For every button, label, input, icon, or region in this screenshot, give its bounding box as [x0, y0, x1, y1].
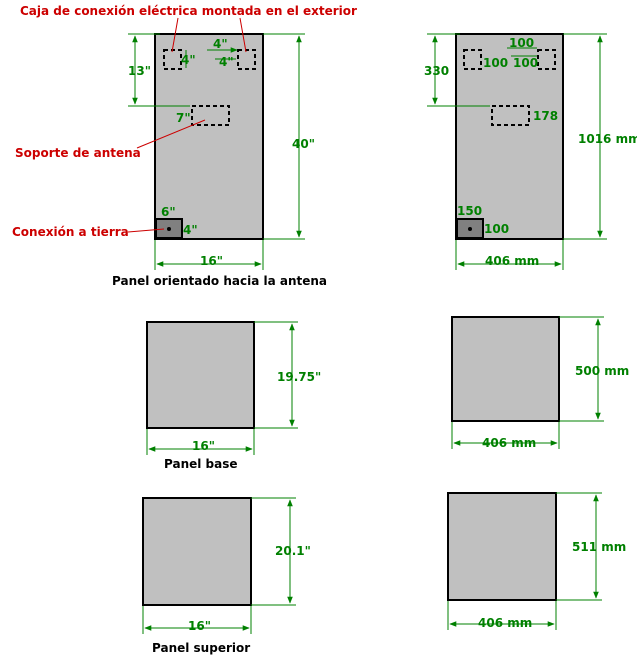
electrical-box-left-metric	[463, 49, 482, 70]
electrical-box-leader-right	[239, 17, 247, 53]
height-201-label: 20.1"	[275, 544, 311, 558]
ground-point	[167, 227, 171, 231]
mount-offset-label-metric: 178	[533, 109, 558, 123]
height-13-label: 13"	[128, 64, 151, 78]
ground-width-label: 6"	[161, 205, 176, 219]
height-500-label: 500 mm	[575, 364, 629, 378]
ground-width-label-metric: 150	[457, 204, 482, 218]
top-panel-imperial: 20.1" 16" Panel superior	[142, 497, 311, 655]
base-panel-caption: Panel base	[164, 457, 238, 471]
box-offset-label-metric: 100	[483, 56, 508, 70]
antenna-panel-imperial: Caja de conexión eléctrica montada en el…	[12, 4, 357, 288]
ground-height-label: 4"	[183, 223, 198, 237]
antenna-mount-callout: Soporte de antena	[15, 146, 141, 160]
antenna-panel-metric: 100 100 100 330 178 1016 mm 150 100 406 …	[424, 33, 637, 270]
base-panel-metric: 500 mm 406 mm	[451, 316, 629, 450]
ground-height-label-metric: 100	[484, 222, 509, 236]
electrical-box-right	[237, 49, 256, 70]
ground-point-metric	[468, 227, 472, 231]
width-top16-label: 16"	[188, 619, 211, 633]
box-offset-label: 4"	[181, 53, 196, 67]
width-16-label: 16"	[200, 254, 223, 268]
box-spacing-top-label: 4"	[213, 37, 228, 51]
box-spacing-right-label: 4"	[219, 55, 234, 69]
top-panel-metric-rect	[447, 492, 557, 601]
width-top406-label: 406 mm	[478, 616, 532, 630]
width-base16-label: 16"	[192, 439, 215, 453]
ground-leader	[127, 228, 165, 233]
width-406-label: 406 mm	[485, 254, 539, 268]
top-panel-rect	[142, 497, 252, 606]
electrical-box-leader-left	[171, 17, 179, 53]
electrical-box-right-metric	[537, 49, 556, 70]
height-511-label: 511 mm	[572, 540, 626, 554]
box-spacing-right-label-metric: 100	[513, 56, 538, 70]
height-1975-label: 19.75"	[277, 370, 321, 384]
top-panel-caption: Panel superior	[152, 641, 250, 655]
height-40-label: 40"	[292, 137, 315, 151]
antenna-mount-leader	[136, 119, 206, 149]
height-330-label: 330	[424, 64, 449, 78]
box-spacing-top-label-metric: 100	[509, 36, 534, 50]
base-panel-imperial: 19.75" 16" Panel base	[146, 321, 321, 471]
electrical-box-callout: Caja de conexión eléctrica montada en el…	[20, 4, 357, 18]
top-panel-metric: 511 mm 406 mm	[447, 492, 626, 630]
mount-offset-label: 7"	[176, 111, 191, 125]
width-base406-label: 406 mm	[482, 436, 536, 450]
base-panel-rect	[146, 321, 255, 429]
base-panel-metric-rect	[451, 316, 560, 422]
antenna-panel-caption: Panel orientado hacia la antena	[112, 274, 327, 288]
ground-callout: Conexión a tierra	[12, 225, 129, 239]
height-1016-label: 1016 mm	[578, 132, 637, 146]
